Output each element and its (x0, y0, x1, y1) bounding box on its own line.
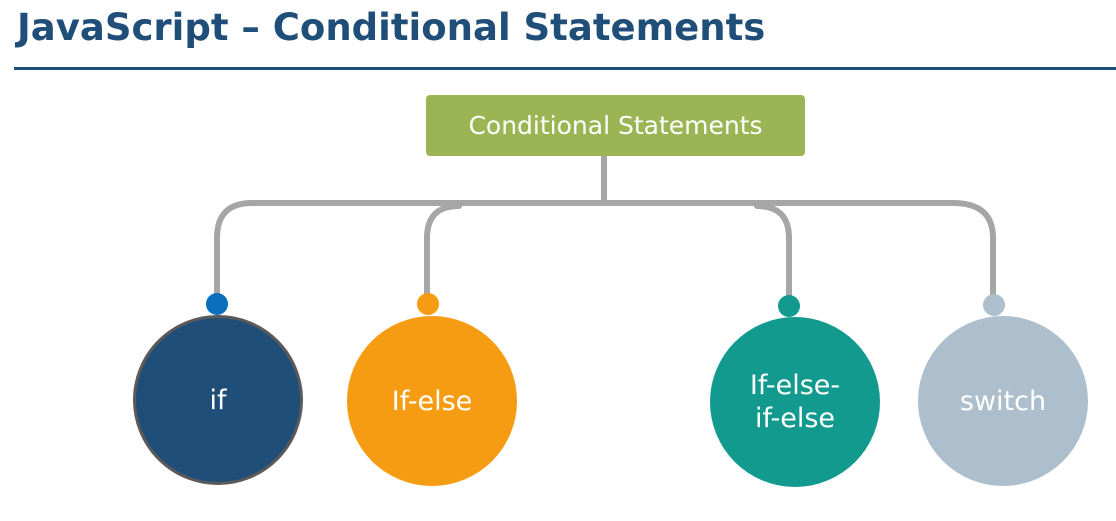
root-node-label: Conditional Statements (468, 111, 763, 140)
node-if-else-if-else: If-else- if-else (710, 317, 880, 487)
connector-dot-if-else (417, 293, 439, 315)
page-title: JavaScript – Conditional Statements (17, 6, 766, 49)
node-if-else-if-else-label: If-else- if-else (749, 370, 841, 434)
branch-ifelseif (754, 203, 792, 301)
branch-ifelse (424, 203, 462, 299)
connector-dot-if-else-if-else (778, 295, 800, 317)
connector-dot-switch (983, 294, 1005, 316)
root-node-conditional-statements: Conditional Statements (426, 95, 805, 156)
node-if-label: if (209, 384, 227, 416)
node-switch: switch (918, 316, 1088, 486)
branch-line (214, 200, 996, 299)
title-divider (14, 67, 1116, 70)
node-if: if (133, 315, 303, 485)
node-switch-label: switch (959, 385, 1047, 417)
node-if-else: If-else (347, 316, 517, 486)
connector-dot-if (206, 293, 228, 315)
node-if-else-label: If-else (391, 385, 473, 417)
